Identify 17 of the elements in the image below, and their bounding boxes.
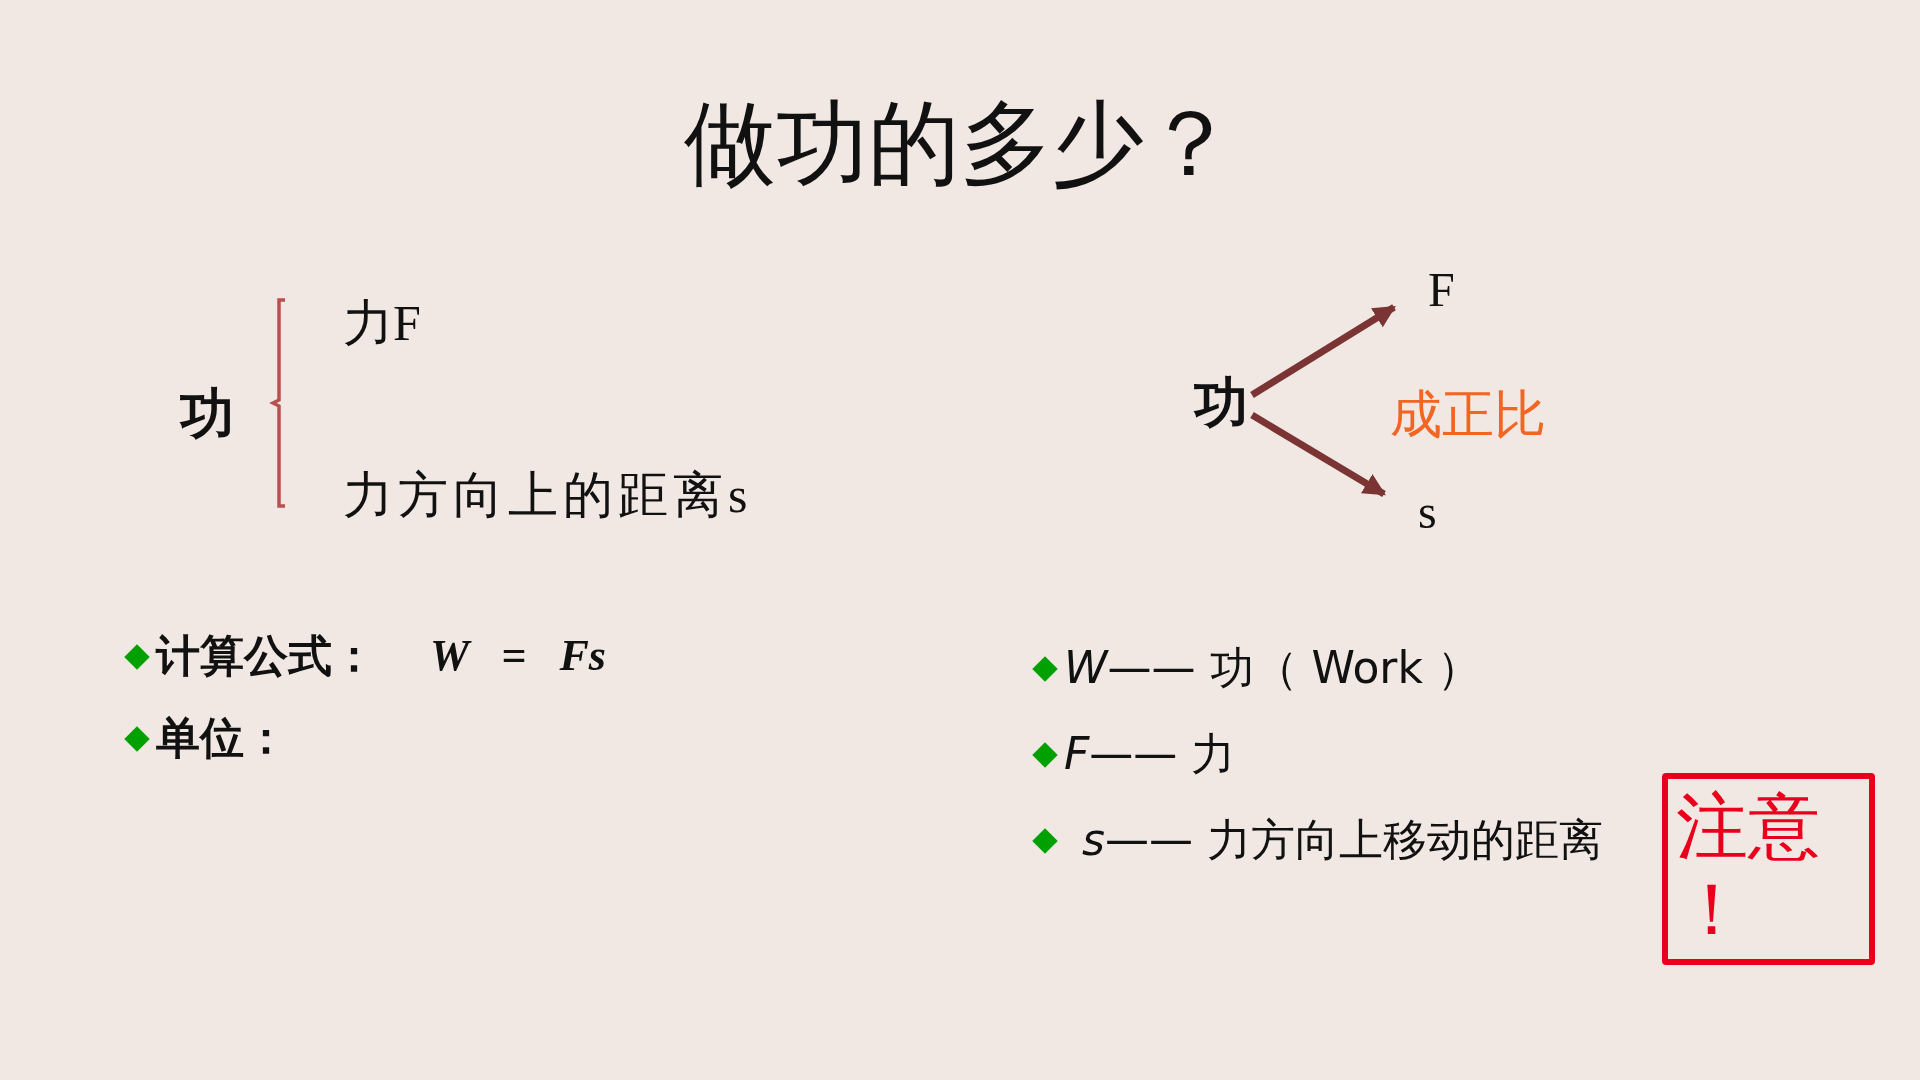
warning-box: 注意！ <box>1662 773 1875 965</box>
slide-title: 做功的多少？ <box>683 89 1237 199</box>
list-item-text: 力F <box>343 294 421 353</box>
arrow <box>1250 304 1396 399</box>
heading-word: 功 <box>180 381 234 447</box>
formula: W = Fs <box>430 630 606 681</box>
list-item-text: 力方向上的距离s <box>343 466 753 525</box>
definition-text: s—— 力方向上移动的距离 <box>1082 813 1603 868</box>
arrow <box>1250 412 1386 497</box>
formula-label: 计算公式： <box>156 631 376 684</box>
unit-label: 单位： <box>156 713 288 766</box>
definition-text: W—— 功（ Work ） <box>1064 641 1481 696</box>
quantity-label: s <box>1414 484 1441 540</box>
quantity-label: F <box>1424 262 1459 318</box>
definition-text: F—— 力 <box>1064 727 1236 782</box>
relation-label: 成正比 <box>1390 385 1546 445</box>
concept-word: 功 <box>1190 372 1252 435</box>
